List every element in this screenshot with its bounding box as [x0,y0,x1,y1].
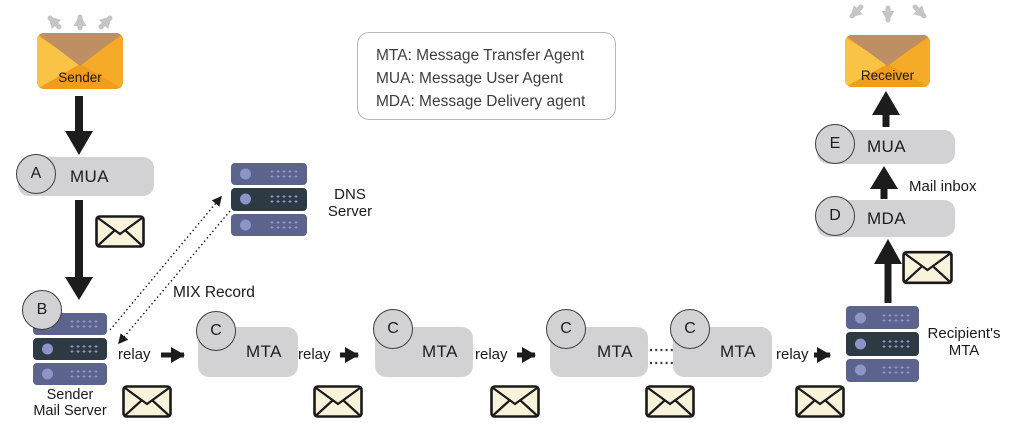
mua-to-receiver-arrow [872,91,900,127]
mta-1-label: MTA [246,342,282,361]
server-slab [33,338,107,360]
mta-2-label: MTA [422,342,458,361]
relay-label-4: relay [776,346,809,363]
receiver-label: Receiver [860,68,915,83]
mix-record-label: MIX Record [173,284,255,301]
legend-line-mda: MDA: Message Delivery agent [376,93,586,110]
mta-3-label: MTA [597,342,633,361]
server-slab [846,306,919,330]
badge-a: A [16,154,56,194]
orange-envelope-graphic [845,35,930,87]
server-slab [231,213,307,236]
relay-label-2: relay [298,346,331,363]
receiver-envelope-icon: Receiver [845,35,930,87]
recipient-mta-server-icon [846,306,919,382]
mda-d-label: MDA [867,208,906,228]
server-to-mda-arrow [874,239,902,303]
orange-envelope-graphic [37,33,123,89]
mail-envelope-icon [122,385,172,423]
legend-box: MTA: Message Transfer Agent MUA: Message… [357,32,616,120]
mail-envelope-icon [490,385,540,423]
sender-broadcast-arrows-icon [47,14,113,31]
badge-c-3: C [546,309,586,349]
sender-mail-server-label: Sender Mail Server [33,387,107,419]
mail-envelope-icon [902,250,953,290]
server-slab [846,358,919,382]
legend-line-mta: MTA: Message Transfer Agent [376,47,585,64]
badge-c-4: C [670,309,710,349]
recipients-mta-label: Recipient's MTA [927,325,1001,359]
mail-inbox-label: Mail inbox [909,178,977,195]
mail-envelope-icon [313,385,363,423]
relay-label-3: relay [475,346,508,363]
server-slab [33,363,107,385]
server-slab [231,188,307,211]
sender-envelope-icon: Sender [37,33,123,89]
server-slab [231,163,307,186]
dns-server-icon [231,163,307,236]
server-slab [846,332,919,356]
mta-chain-dotted-connector [650,348,673,365]
badge-b: B [22,290,62,330]
mail-envelope-icon [645,385,695,423]
mta-4-label: MTA [720,342,756,361]
badge-c-1: C [196,311,236,351]
mua-to-mailserver-arrow [65,200,93,300]
relay-label-1: relay [118,346,151,363]
mua-a-label: MUA [70,166,109,186]
mail-envelope-icon [95,215,145,253]
mua-e-label: MUA [867,137,906,156]
sender-label: Sender [58,70,102,85]
sender-to-mua-arrow [65,96,93,155]
badge-e: E [815,124,855,164]
badge-d: D [815,196,855,236]
dns-server-label: DNS Server [327,186,373,220]
legend-line-mua: MUA: Message User Agent [376,70,563,87]
badge-c-2: C [373,309,413,349]
receiver-incoming-arrows-icon [849,4,927,23]
mda-to-mua-arrow [870,166,898,199]
mail-envelope-icon [795,385,845,423]
